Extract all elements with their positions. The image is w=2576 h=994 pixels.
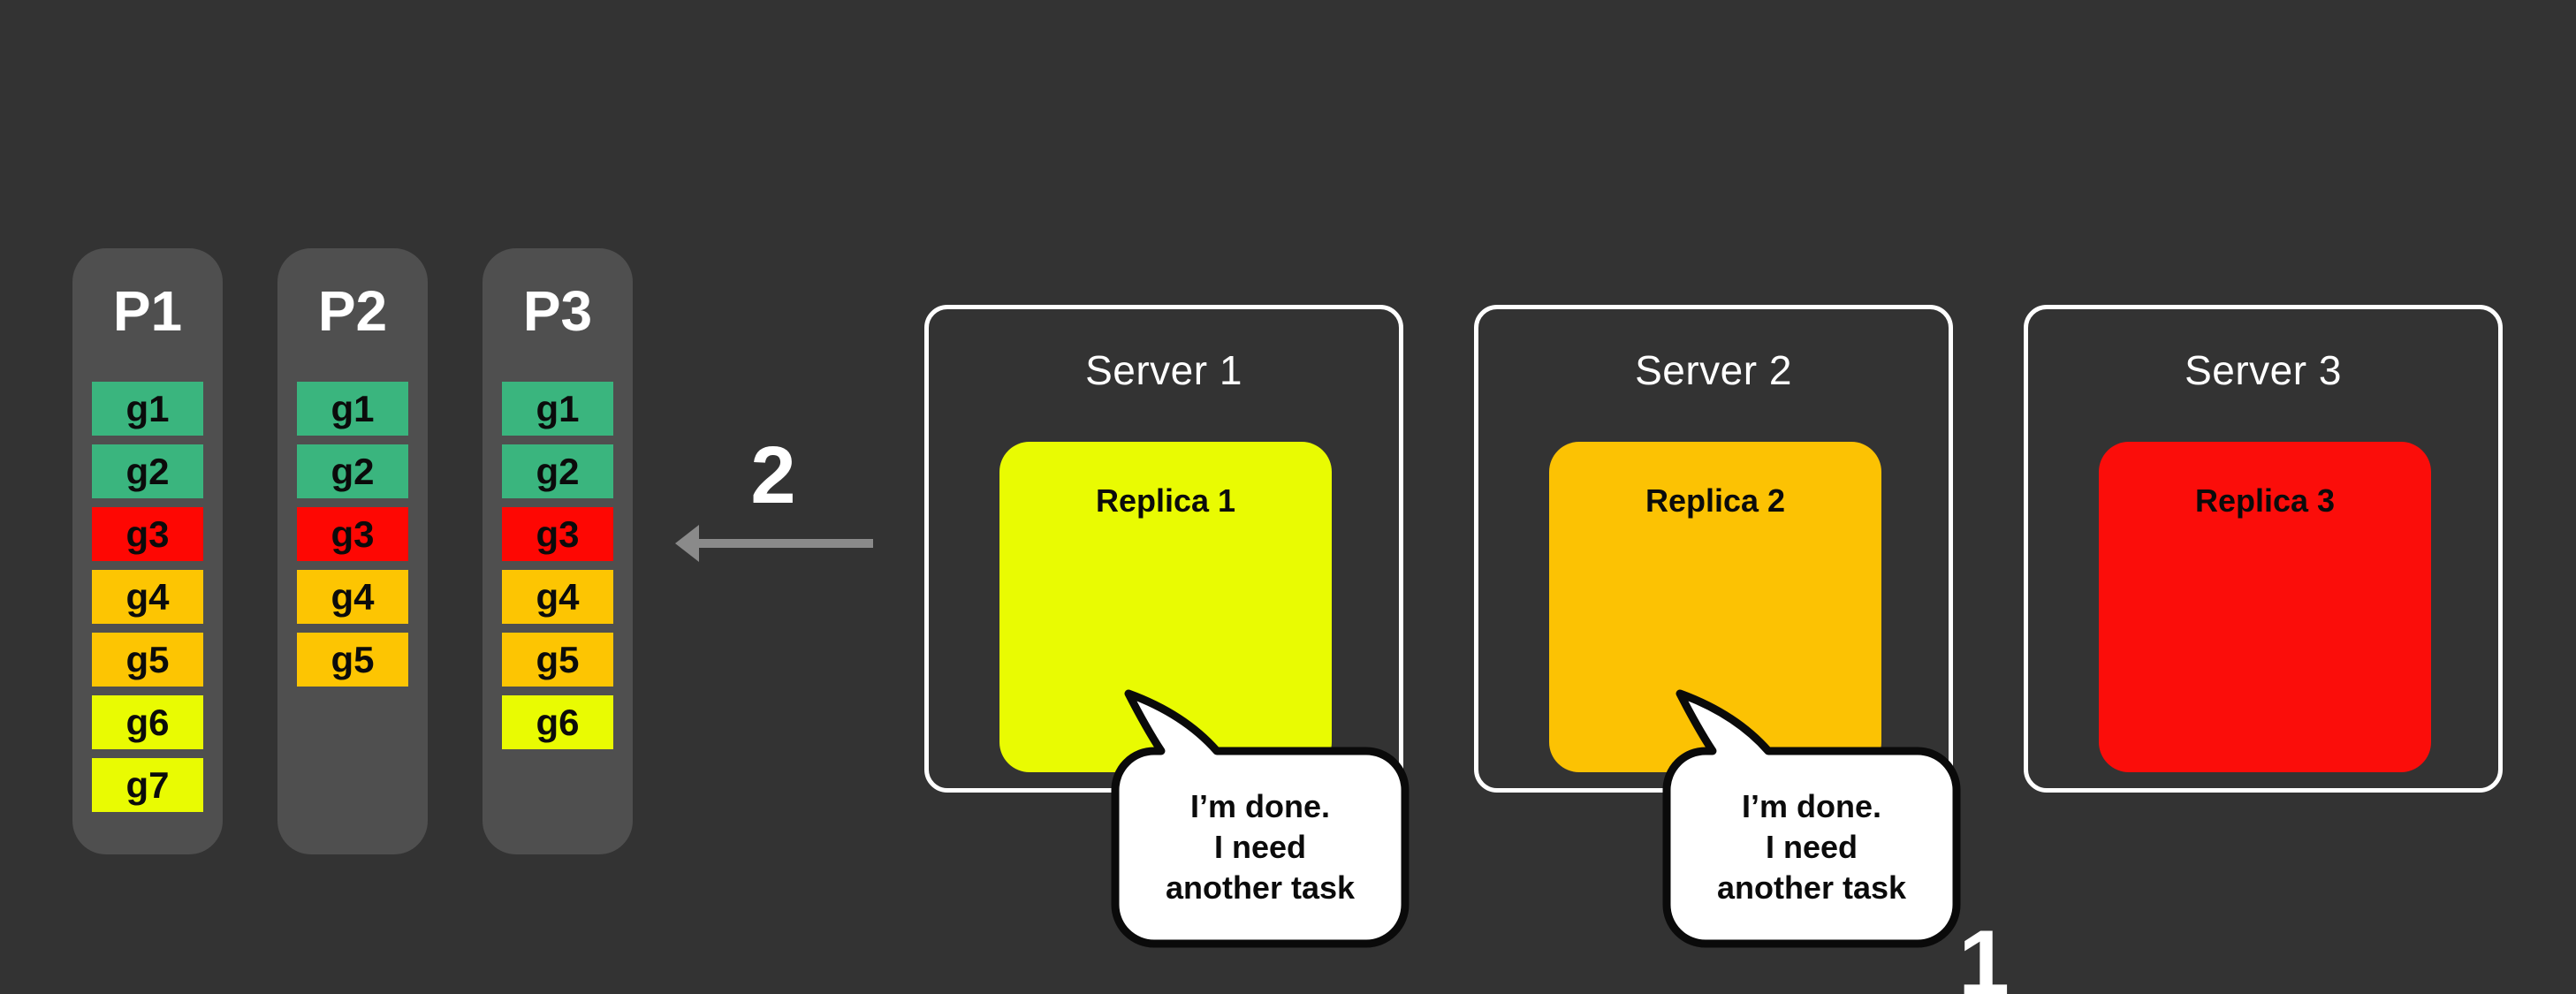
cell-g4: g4 <box>502 570 613 624</box>
cell-g5: g5 <box>92 633 203 687</box>
step-2-label: 2 <box>750 430 796 520</box>
speech-bubble-1: I’m done. I need another task <box>1096 672 1432 954</box>
partition-title: P1 <box>112 279 183 343</box>
speech-bubble-text: I’m done. I need another task <box>1667 751 1957 944</box>
cell-g3: g3 <box>502 507 613 561</box>
server-title: Server 1 <box>1085 347 1242 393</box>
arrow-head <box>675 525 699 562</box>
cell-g3: g3 <box>92 507 203 561</box>
replica-label: Replica 2 <box>1645 482 1786 519</box>
cell-g2: g2 <box>502 444 613 498</box>
cell-g2: g2 <box>92 444 203 498</box>
arrow-line <box>696 539 873 548</box>
bubble-line: I’m done. <box>1189 788 1330 824</box>
replica-3-box: Replica 3 <box>2099 442 2431 772</box>
cell-g5: g5 <box>502 633 613 687</box>
bubble-line: I need <box>1213 829 1307 865</box>
cell-g2: g2 <box>297 444 408 498</box>
partition-cell-list: g1 g2 g3 g4 g5 <box>297 382 408 687</box>
partition-title: P3 <box>522 279 593 343</box>
partition-p1: P1 g1 g2 g3 g4 g5 g6 g7 <box>72 248 223 854</box>
speech-bubble-shape <box>1111 689 1410 948</box>
cell-g3: g3 <box>297 507 408 561</box>
replica-label: Replica 1 <box>1095 482 1236 519</box>
partition-title: P2 <box>317 279 388 343</box>
cell-g1: g1 <box>297 382 408 436</box>
partition-cell-list: g1 g2 g3 g4 g5 g6 <box>502 382 613 749</box>
bubble-line: another task <box>1716 869 1907 906</box>
cell-g7: g7 <box>92 758 203 812</box>
server-3-box: Server 3 Replica 3 <box>2024 305 2503 793</box>
cell-g6: g6 <box>92 695 203 749</box>
step-1-label: 1 <box>1958 912 2010 994</box>
bubble-line: another task <box>1165 869 1356 906</box>
server-title: Server 3 <box>2185 347 2342 393</box>
cell-g4: g4 <box>92 570 203 624</box>
speech-bubble-text: I’m done. I need another task <box>1115 751 1405 944</box>
speech-bubble-shape <box>1662 689 1961 948</box>
cell-g4: g4 <box>297 570 408 624</box>
replica-label: Replica 3 <box>2194 482 2336 519</box>
bubble-line: I need <box>1765 829 1858 865</box>
partition-cell-list: g1 g2 g3 g4 g5 g6 g7 <box>92 382 203 812</box>
cell-g6: g6 <box>502 695 613 749</box>
bubble-line: I’m done. <box>1741 788 1881 824</box>
cell-g5: g5 <box>297 633 408 687</box>
partition-p2: P2 g1 g2 g3 g4 g5 <box>277 248 428 854</box>
server-title: Server 2 <box>1635 347 1792 393</box>
cell-g1: g1 <box>92 382 203 436</box>
partition-p3: P3 g1 g2 g3 g4 g5 g6 <box>483 248 633 854</box>
arrow-left-icon <box>675 525 873 562</box>
cell-g1: g1 <box>502 382 613 436</box>
speech-bubble-2: I’m done. I need another task <box>1647 672 1983 954</box>
